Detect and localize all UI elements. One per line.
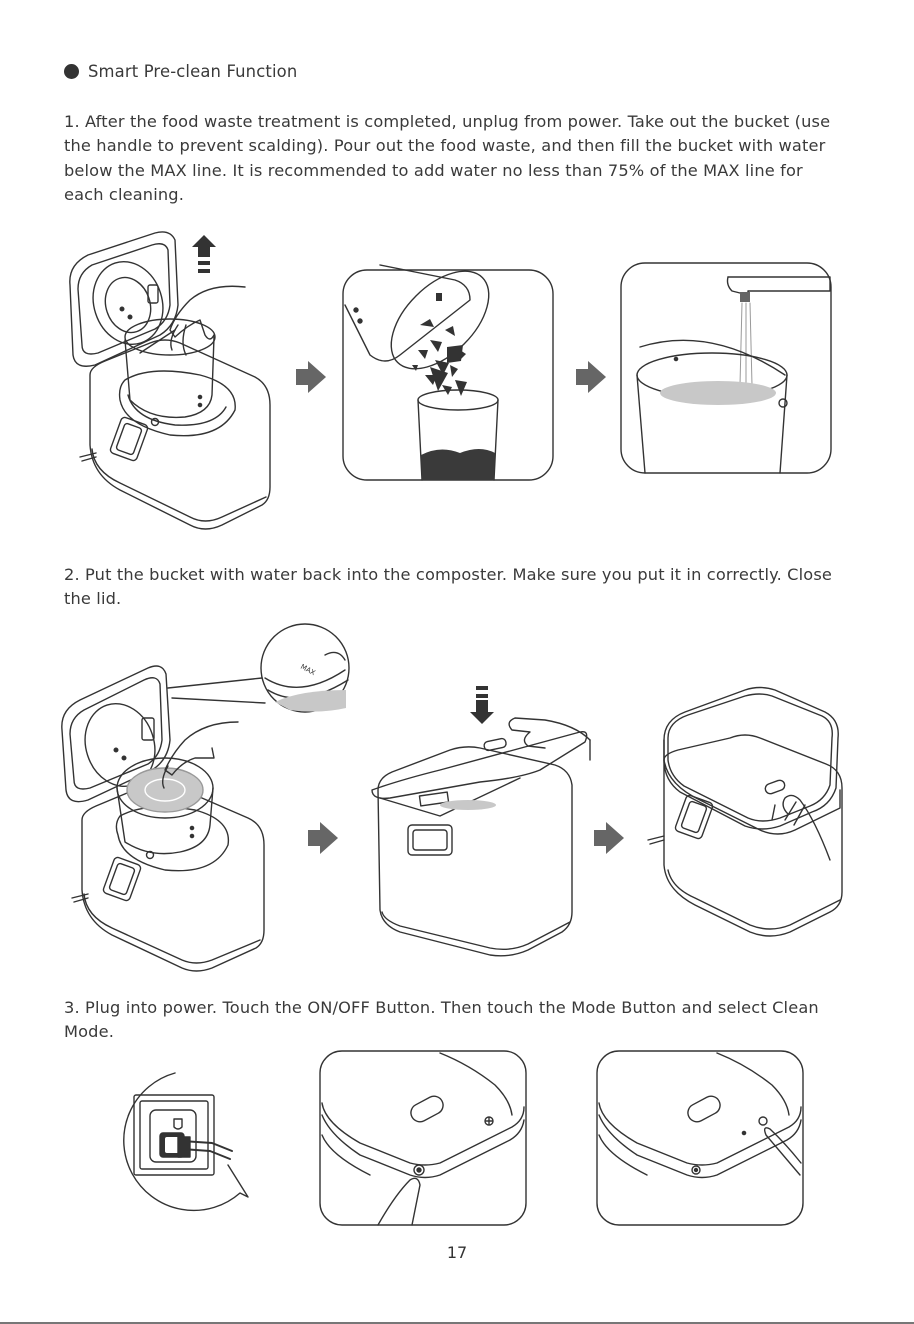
- arrow-right-icon: [296, 361, 326, 393]
- section-title: Smart Pre-clean Function: [88, 62, 298, 81]
- bottom-divider: [0, 1322, 914, 1324]
- plug-socket-callout: [123, 1072, 249, 1212]
- max-label: MAX: [299, 663, 317, 677]
- arrow-right-icon: [576, 361, 606, 393]
- composter-open-lid-figure: [69, 231, 271, 530]
- page-number: 17: [446, 1243, 468, 1262]
- arrow-up-icon: [192, 235, 216, 247]
- step-1-text: 1. After the food waste treatment is com…: [64, 112, 831, 204]
- pour-waste-panel: [342, 264, 554, 481]
- composter-insert-bucket-figure: MAX: [61, 623, 350, 972]
- mode-button-panel: [596, 1050, 804, 1226]
- step-2-text: 2. Put the bucket with water back into t…: [64, 565, 833, 609]
- section-heading: Smart Pre-clean Function: [64, 60, 297, 84]
- onoff-button-panel: [319, 1050, 527, 1226]
- fill-water-panel: [620, 262, 832, 474]
- arrow-down-icon: [470, 712, 494, 724]
- composter-closed-figure: [647, 686, 843, 937]
- step-3-text: 3. Plug into power. Touch the ON/OFF But…: [64, 998, 819, 1042]
- step-2-illustration-row: MAX: [61, 623, 843, 972]
- step-3-illustration-row: [123, 1050, 804, 1226]
- bullet-icon: [64, 64, 79, 79]
- step-1-illustration-row: [69, 231, 832, 530]
- arrow-right-icon: [594, 822, 624, 854]
- arrow-right-icon: [308, 822, 338, 854]
- composter-closing-lid-figure: [371, 686, 591, 957]
